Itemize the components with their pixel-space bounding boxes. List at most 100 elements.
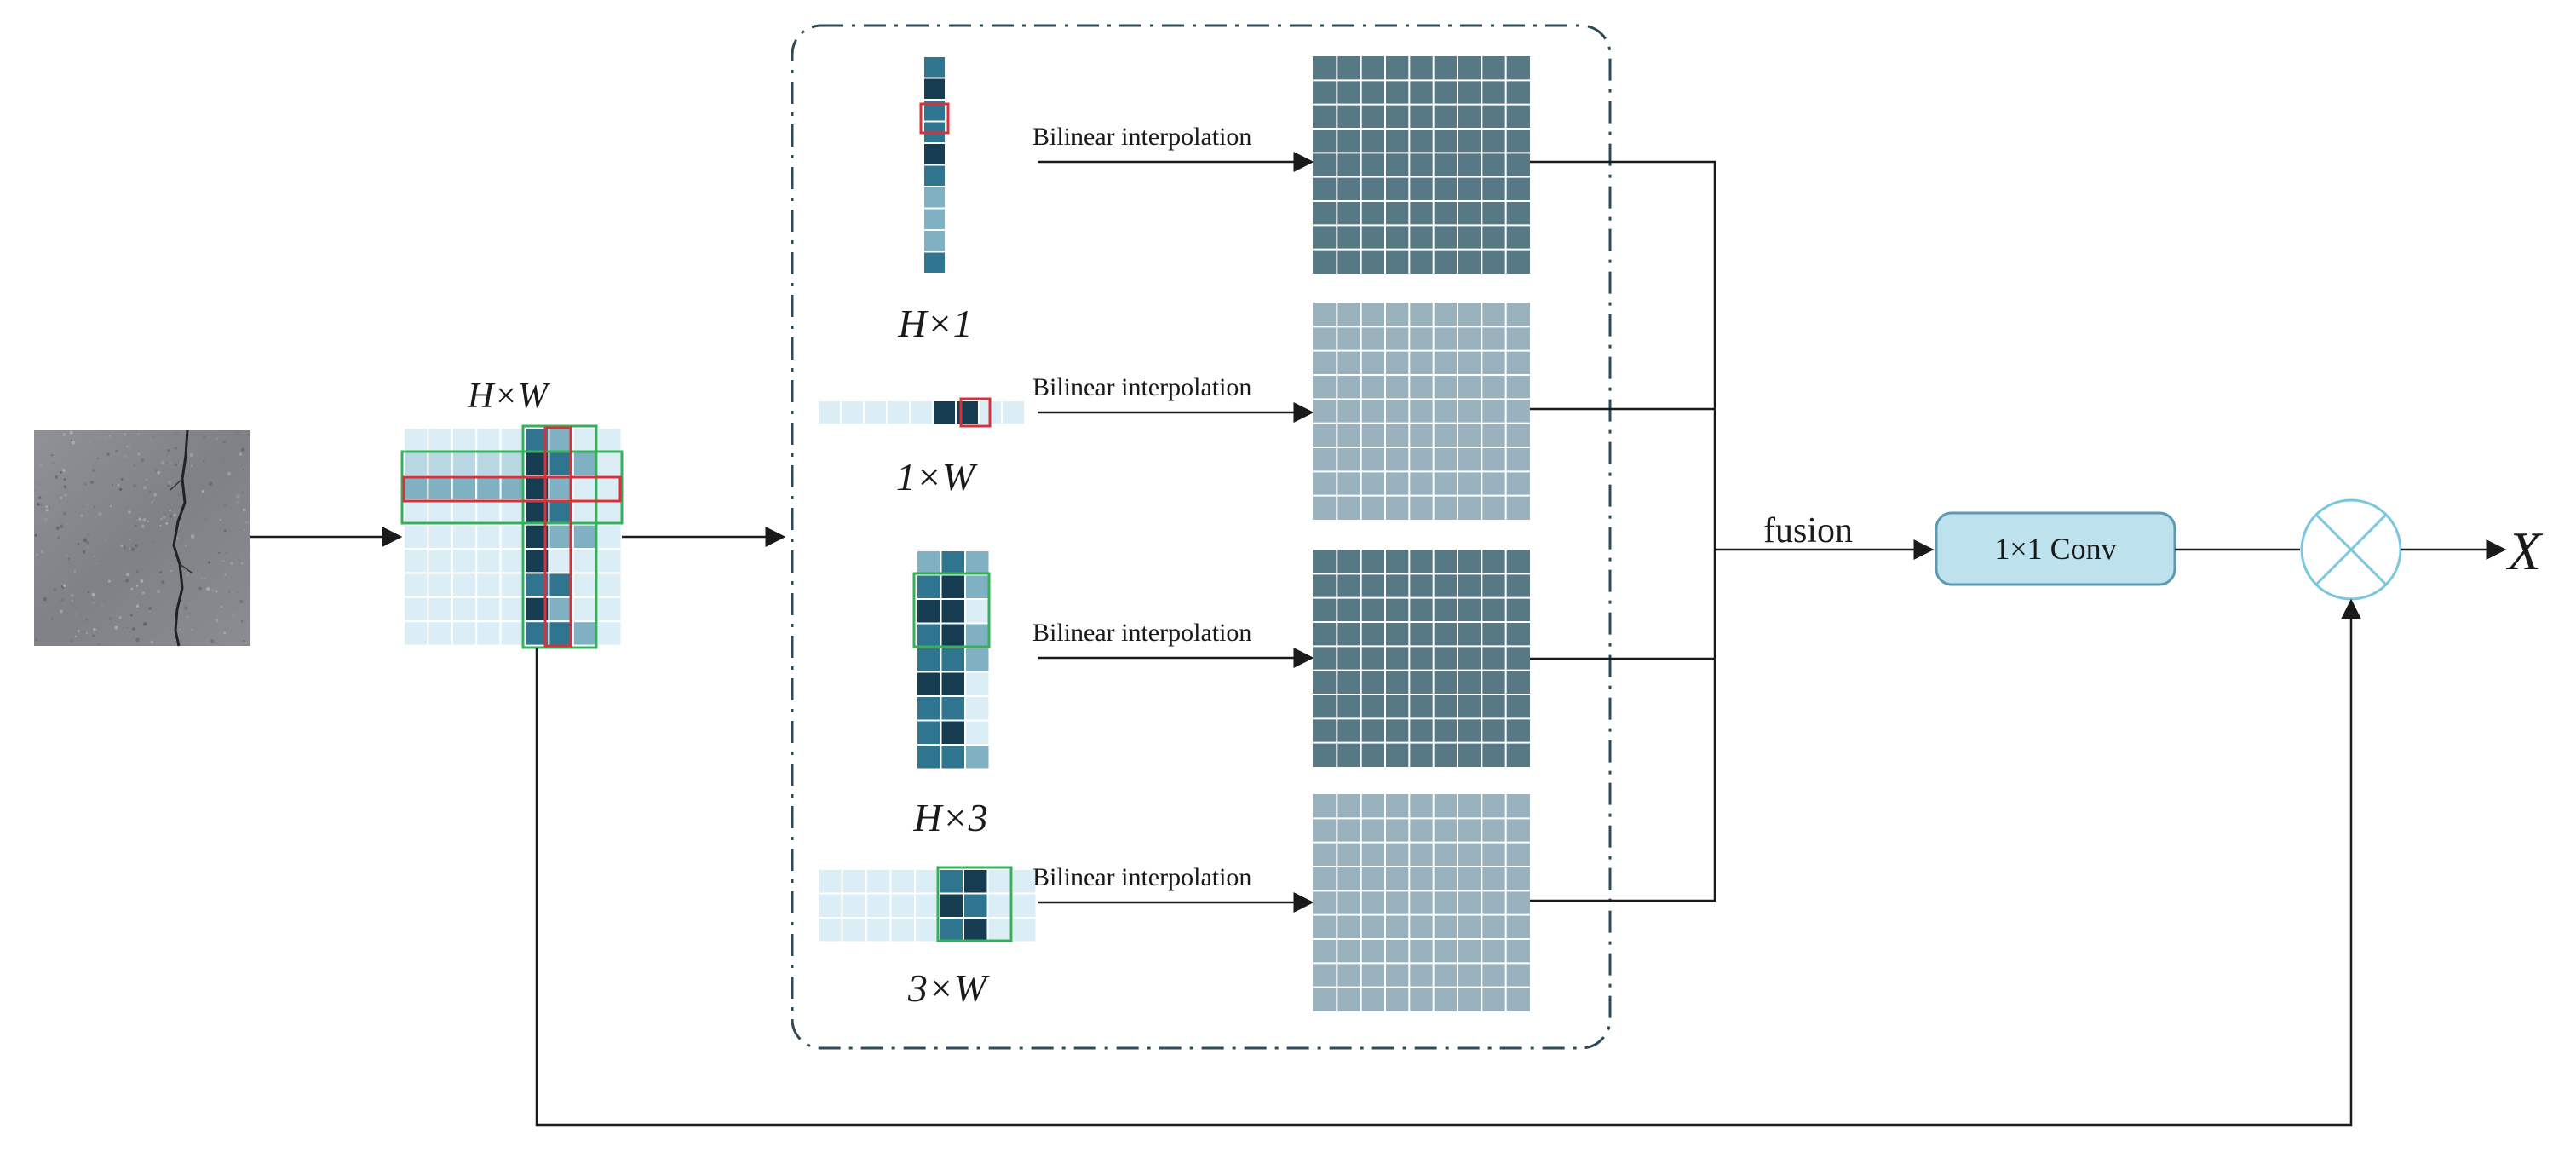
col-highlight-red [543, 426, 572, 648]
map-cell [596, 451, 623, 477]
strip-cell [940, 695, 966, 722]
texture-speck [168, 480, 172, 485]
texture-speck [44, 517, 48, 521]
map-cell [427, 523, 453, 550]
map-cell [499, 572, 526, 598]
texture-speck [132, 480, 135, 482]
texture-speck [204, 578, 206, 580]
texture-speck [135, 637, 140, 643]
texture-speck [140, 579, 144, 584]
branch-3w-label: 3×W [907, 966, 990, 1010]
map-cell [475, 548, 502, 574]
texture-speck [93, 440, 97, 444]
texture-speck [171, 630, 174, 632]
map-cell [403, 427, 429, 453]
texture-speck [123, 547, 127, 550]
map-cell [451, 523, 478, 550]
strip-cell [865, 868, 892, 895]
texture-speck [39, 463, 43, 467]
texture-speck [95, 562, 100, 565]
texture-speck [66, 466, 69, 469]
texture-speck [38, 503, 41, 505]
texture-speck [126, 626, 129, 629]
strip-cell [914, 917, 940, 943]
map-cell [427, 620, 453, 647]
map-cell [427, 499, 453, 526]
upsampled-grid-bg [1313, 794, 1530, 1011]
strip-1w-highlight [959, 397, 992, 428]
strip-cell [914, 892, 940, 919]
texture-speck [222, 440, 227, 444]
texture-speck [43, 596, 48, 602]
texture-speck [60, 496, 63, 499]
texture-speck [228, 591, 231, 593]
texture-speck [77, 543, 80, 545]
texture-speck [189, 498, 192, 501]
branch-h3-label: H×3 [912, 796, 987, 839]
texture-speck [132, 627, 135, 631]
texture-speck [130, 547, 135, 552]
texture-speck [223, 504, 227, 506]
map-cell [451, 548, 478, 574]
texture-speck [243, 432, 245, 435]
texture-speck [165, 521, 169, 525]
map-cell [427, 572, 453, 598]
map-cell [572, 620, 599, 647]
texture-speck [140, 441, 142, 445]
strip-cell [964, 671, 991, 697]
texture-speck [198, 571, 201, 574]
branch-h3: H×3 [912, 550, 991, 839]
texture-speck [190, 534, 195, 539]
texture-speck [85, 545, 89, 550]
map-cell [499, 596, 526, 623]
map-cell [475, 451, 502, 477]
upsampled-grid-bg [1313, 303, 1530, 520]
conv-block: 1×1 Conv [1935, 511, 2176, 586]
texture-speck [174, 447, 177, 450]
texture-speck [208, 481, 213, 486]
texture-speck [62, 511, 67, 516]
interp-label-1: Bilinear interpolation [1032, 123, 1251, 151]
texture-speck [124, 454, 127, 458]
texture-speck [46, 485, 49, 488]
strip-cell [923, 142, 946, 166]
texture-speck [236, 500, 240, 504]
interp-label-2: Bilinear interpolation [1032, 373, 1251, 401]
map-cell [403, 523, 429, 550]
texture-speck [129, 539, 131, 541]
texture-speck [134, 524, 137, 527]
strip-cell [841, 917, 867, 943]
texture-speck [83, 631, 86, 634]
texture-speck [82, 505, 84, 508]
strip-cell [863, 400, 888, 425]
map-cell [596, 596, 623, 623]
fusion-connectors [1530, 160, 1716, 902]
texture-speck [242, 492, 244, 494]
strip-cell [841, 868, 867, 895]
texture-speck [200, 578, 204, 580]
texture-speck [133, 464, 136, 467]
texture-speck [118, 487, 123, 492]
texture-speck [159, 570, 163, 574]
map-cell [475, 572, 502, 598]
texture-speck [142, 517, 147, 522]
texture-speck [98, 475, 100, 476]
map-cell [499, 427, 526, 453]
texture-speck [222, 560, 225, 562]
texture-speck [71, 441, 76, 445]
strip-cell [923, 164, 946, 187]
texture-speck [174, 463, 178, 467]
texture-speck [141, 524, 145, 528]
strip-cell [817, 917, 843, 943]
texture-speck [177, 493, 181, 497]
map-cell [403, 596, 429, 623]
texture-speck [108, 617, 112, 621]
texture-speck [119, 491, 122, 493]
branch-h1-label: H×1 [897, 302, 972, 345]
texture-speck [203, 435, 206, 439]
texture-speck [63, 478, 66, 481]
texture-speck [205, 586, 210, 591]
map-cell [596, 427, 623, 453]
texture-speck [88, 533, 89, 536]
interp-label-3: Bilinear interpolation [1032, 619, 1251, 647]
